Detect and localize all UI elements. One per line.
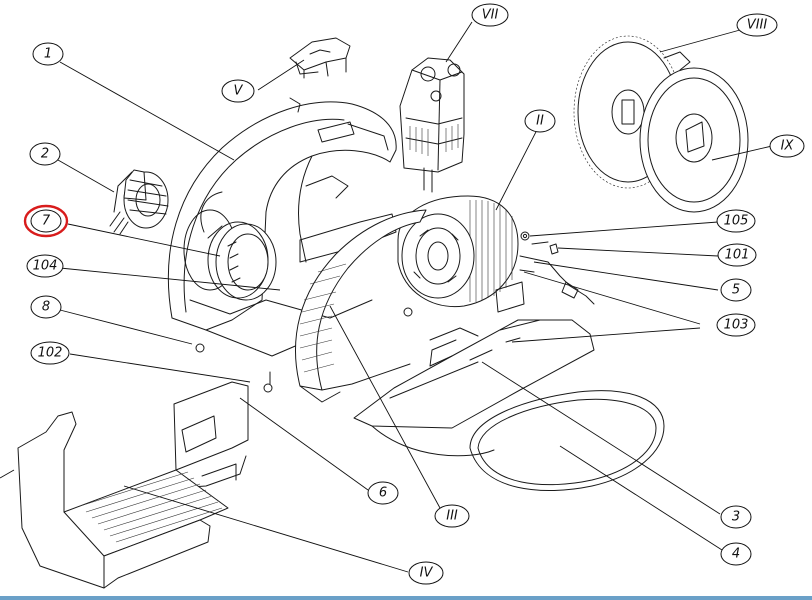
svg-text:105: 105 (724, 214, 749, 229)
svg-text:3: 3 (732, 510, 740, 525)
window-bottom-strip (0, 596, 812, 600)
callout-4: 4 (720, 542, 752, 566)
svg-text:IX: IX (781, 139, 795, 154)
part-2-knob (109, 169, 169, 235)
part-IV-carriage (17, 411, 229, 589)
svg-text:5: 5 (732, 283, 740, 298)
part-main-housing (167, 97, 397, 357)
svg-text:102: 102 (38, 346, 63, 361)
callout-104: 104 (26, 254, 64, 278)
leader-lines (0, 21, 773, 573)
callout-V: V (221, 79, 255, 103)
part-3-base (353, 281, 595, 457)
part-hardware (195, 231, 595, 393)
callout-III: III (434, 504, 470, 528)
svg-text:VIII: VIII (747, 18, 768, 33)
callout-105: 105 (716, 209, 756, 233)
callout-102: 102 (30, 341, 70, 365)
callout-6: 6 (367, 481, 399, 505)
svg-text:III: III (446, 509, 458, 524)
part-7-collar (207, 221, 277, 301)
highlight-ring (23, 204, 69, 238)
callout-8: 8 (30, 295, 62, 319)
callout-1: 1 (32, 42, 64, 66)
part-6-end-plate (173, 381, 249, 489)
part-V-clip (289, 37, 351, 79)
part-VII-motor (399, 57, 465, 193)
part-II-blade-carrier (397, 195, 519, 308)
svg-text:IV: IV (420, 566, 434, 581)
part-III-cover-plate (295, 209, 427, 403)
callout-IX: IX (769, 134, 805, 158)
callout-101: 101 (717, 243, 757, 267)
svg-text:1: 1 (44, 47, 52, 62)
svg-text:8: 8 (42, 300, 50, 315)
svg-text:VII: VII (482, 8, 499, 23)
svg-text:101: 101 (725, 248, 750, 263)
svg-text:104: 104 (33, 259, 58, 274)
svg-text:4: 4 (732, 547, 740, 562)
callout-7: 7 (23, 204, 69, 238)
callout-II: II (524, 109, 556, 133)
part-IX-blade (639, 67, 749, 213)
svg-text:V: V (234, 84, 244, 99)
svg-text:2: 2 (41, 147, 49, 162)
callout-5: 5 (720, 278, 752, 302)
callout-IV: IV (408, 561, 444, 585)
part-4-gasket (469, 390, 665, 491)
svg-text:6: 6 (379, 486, 387, 501)
svg-text:103: 103 (724, 318, 749, 333)
callout-VIII: VIII (736, 13, 778, 37)
callout-103: 103 (716, 313, 756, 337)
callout-VII: VII (471, 3, 509, 27)
svg-text:II: II (536, 114, 544, 129)
callout-2: 2 (29, 142, 61, 166)
callout-3: 3 (720, 505, 752, 529)
svg-text:7: 7 (42, 214, 51, 229)
